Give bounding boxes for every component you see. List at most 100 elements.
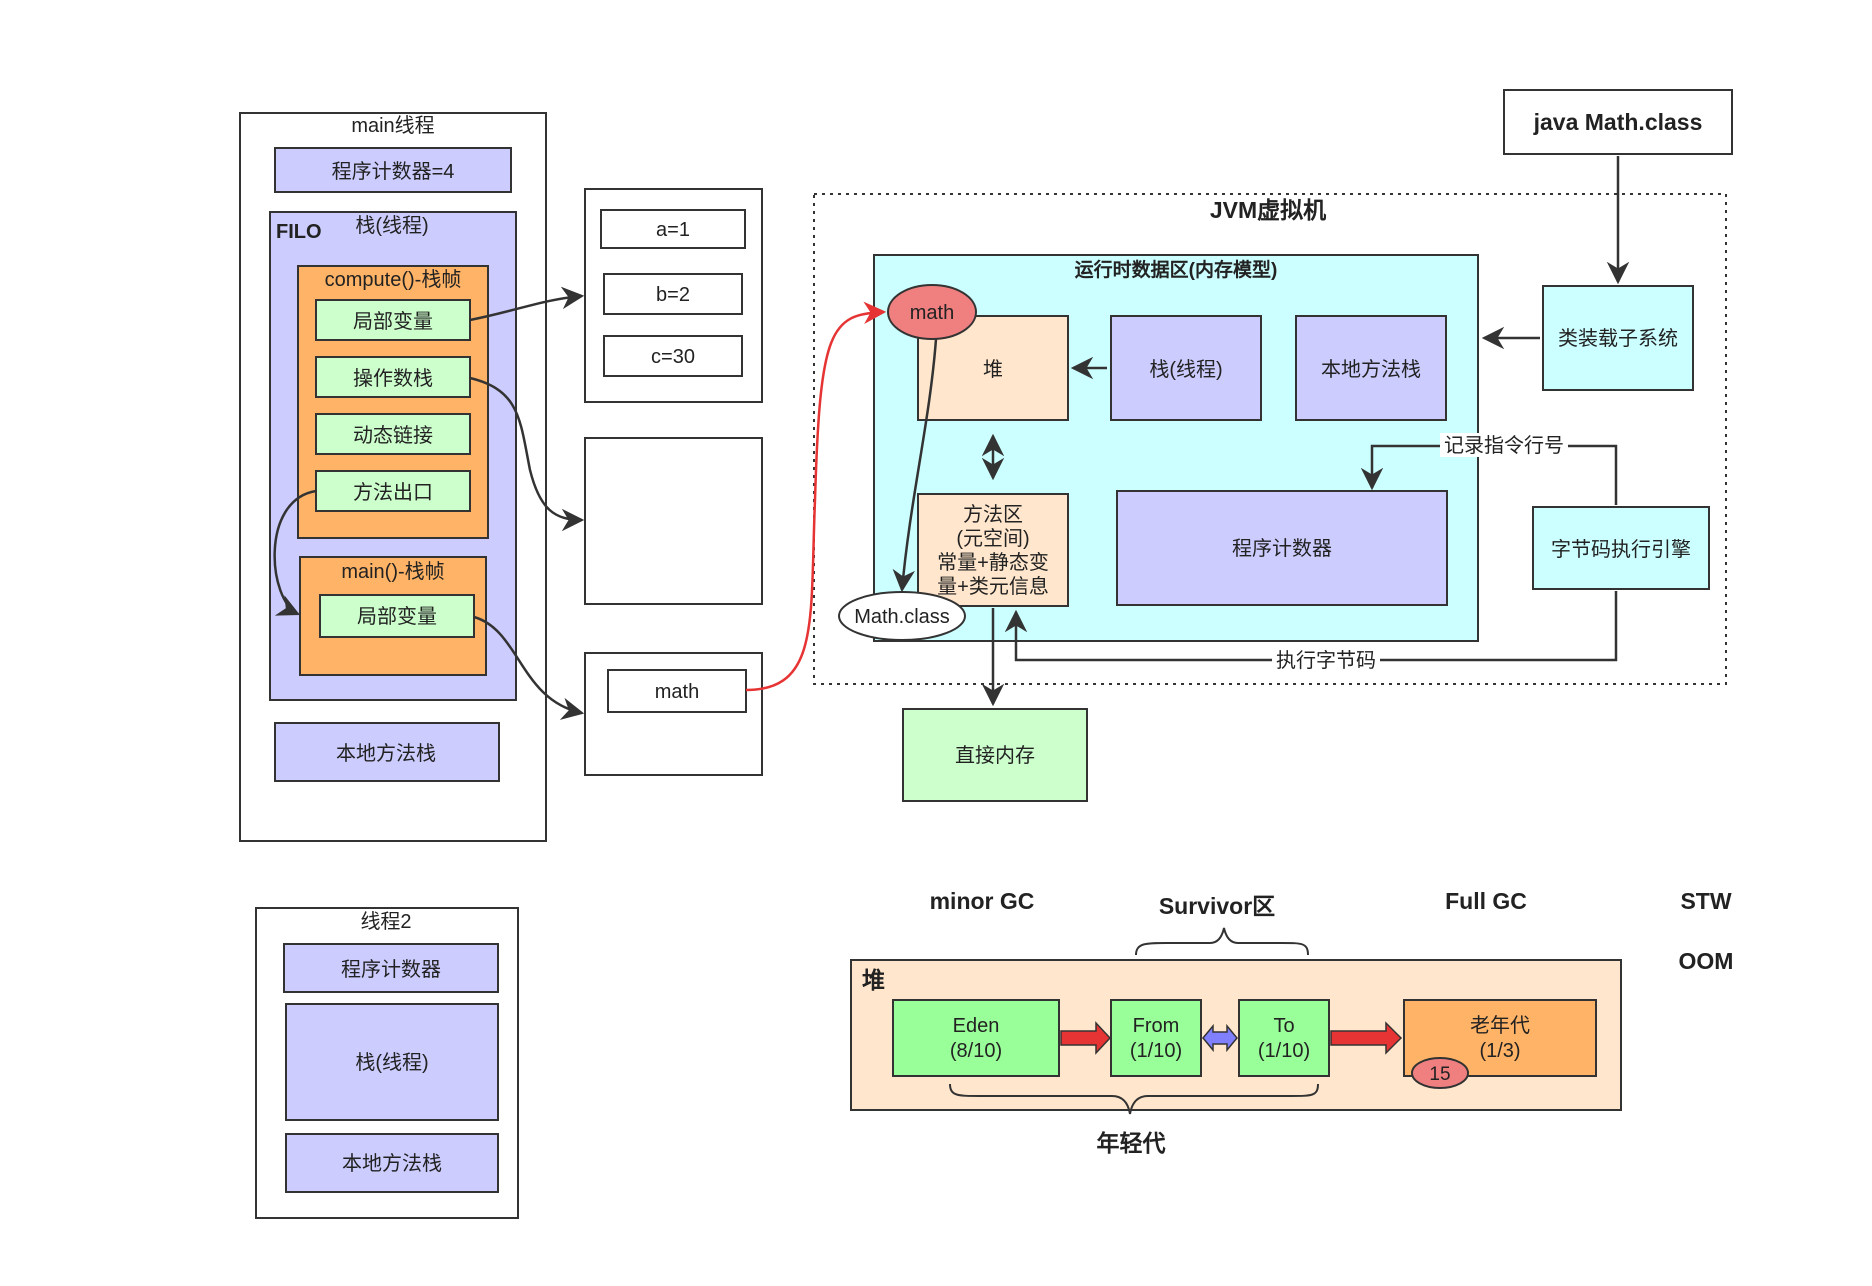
var-c: c=30 (651, 346, 695, 368)
main-native-stack (274, 722, 500, 782)
gc-heap-label: 堆 (862, 967, 885, 993)
var-c-box (603, 335, 743, 377)
method-area-line3: 常量+静态变 (937, 551, 1049, 574)
jvm-native-stack-label: 本地方法栈 (1321, 358, 1421, 381)
stw-label: STW (1680, 888, 1731, 914)
var-b: b=2 (656, 284, 690, 306)
exec-label: 执行字节码 (1276, 649, 1376, 672)
method-area-line4: 量+类元信息 (937, 575, 1049, 598)
compute-frame-title: compute()-栈帧 (325, 268, 462, 291)
age-threshold-label: 15 (1429, 1064, 1450, 1085)
main-local-vars-label: 局部变量 (357, 605, 437, 628)
java-class-file-box (1503, 89, 1733, 155)
from-box (1110, 999, 1202, 1077)
thread2-native-label: 本地方法栈 (342, 1152, 442, 1175)
heap-math-object (887, 284, 977, 340)
minor-gc-label: minor GC (930, 888, 1035, 914)
class-loader-label: 类装载子系统 (1558, 327, 1678, 350)
main-native-stack-label: 本地方法栈 (336, 742, 436, 765)
execution-engine-label: 字节码执行引擎 (1551, 538, 1691, 561)
survivor-brace (1135, 927, 1309, 956)
from-ratio: (1/10) (1130, 1040, 1182, 1062)
old-gen-ratio: (1/3) (1479, 1040, 1520, 1062)
thread2-panel: 线程2 程序计数器 栈(线程) 本地方法栈 (255, 907, 519, 1219)
main-pc-box (274, 147, 512, 193)
var-a-box (600, 209, 746, 249)
arrow-main-local (473, 615, 585, 720)
operand-stack-box (584, 437, 763, 605)
compute-local-vars (315, 299, 471, 341)
heap-label: 堆 (983, 358, 1003, 381)
to-label: To (1273, 1015, 1294, 1037)
main-thread-panel: main线程 程序计数器=4 FILO 栈(线程) compute()-栈帧 局… (239, 112, 547, 842)
arrow-locals (469, 286, 585, 322)
jvm-pc-label: 程序计数器 (1232, 537, 1332, 560)
age-threshold-badge (1411, 1057, 1469, 1089)
record-label-bg (1440, 433, 1568, 457)
main-thread-title: main线程 (351, 114, 434, 137)
compute-operand-stack-label: 操作数栈 (353, 367, 433, 390)
math-class-label: Math.class (854, 606, 950, 628)
from-to-swap-arrow (1202, 1023, 1238, 1053)
method-area-line2: (元空间) (956, 527, 1029, 550)
math-ref: math (655, 681, 699, 703)
var-a: a=1 (656, 219, 690, 241)
old-gen-label: 老年代 (1470, 1014, 1530, 1037)
direct-memory-label: 直接内存 (955, 744, 1035, 767)
main-stack-title: 栈(线程) (355, 214, 428, 237)
var-b-box (603, 273, 743, 315)
compute-dynamic-link (315, 413, 471, 455)
to-box (1238, 999, 1330, 1077)
filo-label: FILO (276, 221, 322, 243)
thread2-title: 线程2 (360, 910, 411, 933)
main-frame-title: main()-栈帧 (341, 560, 444, 583)
eden-ratio: (8/10) (950, 1040, 1002, 1062)
thread2-pc-box (283, 943, 499, 993)
jvm-stack-label: 栈(线程) (1149, 358, 1222, 381)
arrow-ref-to-heap (745, 301, 887, 692)
thread2-stack-label: 栈(线程) (355, 1051, 428, 1074)
runtime-data-area-title: 运行时数据区(内存模型) (1075, 258, 1278, 281)
compute-dynamic-link-label: 动态链接 (353, 424, 433, 447)
young-gen-label: 年轻代 (1097, 1130, 1166, 1156)
compute-local-vars-label: 局部变量 (353, 310, 433, 333)
to-old-arrow (1330, 1021, 1403, 1055)
jvm-native-stack-box (1295, 315, 1447, 421)
method-area-line1: 方法区 (963, 503, 1023, 526)
jvm-pc-box (1116, 490, 1448, 606)
exec-label-bg (1272, 648, 1380, 672)
main-local-vars (319, 594, 475, 638)
math-ref-box (607, 669, 747, 713)
heap-math-object-label: math (910, 302, 954, 324)
jvm-panel: JVM虚拟机 运行时数据区(内存模型) 堆 栈(线程) 本地方法栈 方法区 (元… (813, 193, 1727, 685)
class-loader-box (1542, 285, 1694, 391)
java-class-file-label: java Math.class (1533, 109, 1703, 135)
compute-operand-stack (315, 356, 471, 398)
eden-label: Eden (953, 1015, 1000, 1037)
arrow-method-exit (273, 489, 317, 616)
compute-method-exit-label: 方法出口 (353, 481, 433, 504)
oom-label: OOM (1679, 948, 1734, 974)
arrow-object-to-class (892, 338, 938, 593)
thread2-stack-box (285, 1003, 499, 1121)
main-pc-label: 程序计数器=4 (332, 160, 455, 183)
survivor-label: Survivor区 (1159, 893, 1275, 919)
eden-to-from-arrow (1060, 1021, 1112, 1055)
full-gc-label: Full GC (1445, 888, 1527, 914)
young-gen-brace (949, 1083, 1319, 1115)
eden-box (892, 999, 1060, 1077)
direct-memory-box (902, 708, 1088, 802)
connectors (273, 156, 1630, 720)
local-vars-table: a=1 b=2 c=30 (584, 188, 763, 403)
thread2-native-box (285, 1133, 499, 1193)
jvm-title: JVM虚拟机 (1210, 197, 1326, 223)
arrow-operand (469, 376, 585, 532)
from-label: From (1133, 1015, 1180, 1037)
jvm-stack-box (1110, 315, 1262, 421)
execution-engine-box (1532, 506, 1710, 590)
method-area-box (917, 493, 1069, 607)
record-label: 记录指令行号 (1444, 434, 1564, 457)
thread2-pc-label: 程序计数器 (341, 958, 441, 981)
